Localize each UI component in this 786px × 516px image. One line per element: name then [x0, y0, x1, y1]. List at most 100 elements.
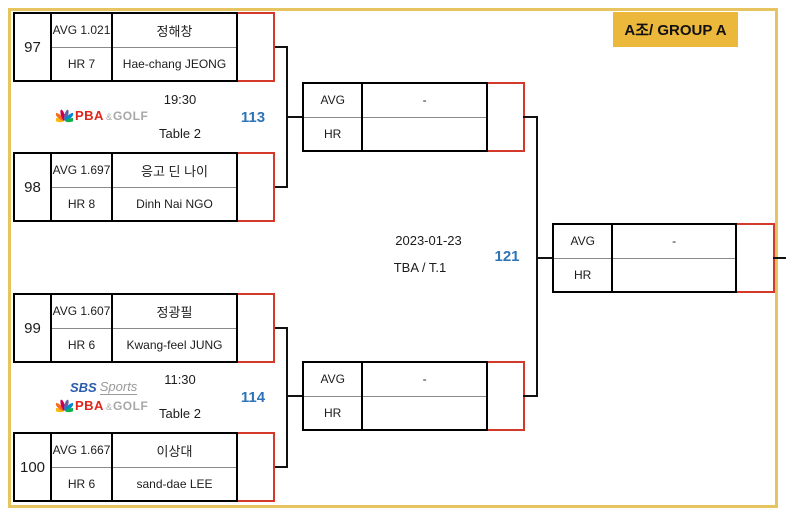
- match-113-table: Table 2: [159, 126, 201, 141]
- connector-line: [523, 116, 538, 118]
- hr-label: HR: [574, 267, 592, 282]
- player-stats: AVG 1.021 HR 7: [52, 14, 113, 80]
- match-113-number: 113: [240, 109, 266, 126]
- player-name-kr: 응고 딘 나이: [113, 154, 236, 188]
- connector-line: [275, 327, 288, 329]
- advance-cell: [488, 361, 525, 431]
- player-box-97-main: 97 AVG 1.021 HR 7 정해창 Hae-chang JEONG: [13, 12, 238, 82]
- sbs-logo-text: SBS: [70, 379, 97, 395]
- player-names: 정광필 Kwang-feel JUNG: [113, 295, 236, 361]
- advance-cell: [238, 152, 275, 222]
- hr-value: [613, 259, 735, 292]
- sbs-sports-text: Sports: [99, 379, 138, 395]
- score-values: -: [363, 363, 486, 429]
- player-box-99-main: 99 AVG 1.607 HR 6 정광필 Kwang-feel JUNG: [13, 293, 238, 363]
- player-box-99: 99 AVG 1.607 HR 6 정광필 Kwang-feel JUNG: [13, 293, 275, 363]
- player-names: 응고 딘 나이 Dinh Nai NGO: [113, 154, 236, 220]
- pba-logo-text: PBA: [75, 398, 104, 413]
- player-name-en: sand-dae LEE: [136, 476, 213, 491]
- player-hr: HR 6: [67, 337, 96, 352]
- match-121-score-box: AVG HR -: [552, 223, 775, 293]
- player-stats: AVG 1.667 HR 6: [52, 434, 113, 500]
- score-values: -: [613, 225, 735, 291]
- player-avg: AVG 1.607: [52, 295, 111, 329]
- connector-line: [286, 395, 302, 397]
- connector-line: [275, 466, 288, 468]
- connector-line: [275, 46, 288, 48]
- player-name-kr: 정해창: [113, 14, 236, 48]
- player-avg: AVG 1.667: [52, 434, 111, 468]
- hr-label: HR: [324, 126, 342, 141]
- score-labels: AVG HR: [304, 84, 364, 150]
- connector-line: [286, 327, 288, 468]
- player-box-100-main: 100 AVG 1.667 HR 6 이상대 sand-dae LEE: [13, 432, 238, 502]
- peacock-icon: [56, 109, 73, 123]
- match-114-score-box: AVG HR -: [302, 361, 525, 431]
- player-name-en: Hae-chang JEONG: [122, 56, 227, 71]
- match-114-table: Table 2: [159, 406, 201, 421]
- hr-label: HR: [324, 405, 342, 420]
- hr-value: [363, 118, 486, 151]
- avg-label: AVG: [304, 363, 362, 397]
- player-seed: 97: [15, 14, 52, 80]
- player-stats: AVG 1.697 HR 8: [52, 154, 113, 220]
- player-box-98-main: 98 AVG 1.697 HR 8 응고 딘 나이 Dinh Nai NGO: [13, 152, 238, 222]
- player-box-98: 98 AVG 1.697 HR 8 응고 딘 나이 Dinh Nai NGO: [13, 152, 275, 222]
- match-113-time: 19:30: [163, 92, 197, 107]
- pba-golf-text: GOLF: [112, 108, 149, 123]
- pba-golf-logo: PBA&GOLF: [56, 398, 148, 413]
- connector-line: [773, 257, 786, 259]
- match-121-number: 121: [494, 248, 520, 265]
- connector-line: [286, 116, 302, 118]
- hr-value: [363, 397, 486, 430]
- score-labels: AVG HR: [304, 363, 364, 429]
- connector-line: [523, 395, 538, 397]
- match-113-score-box: AVG HR -: [302, 82, 525, 152]
- player-box-97: 97 AVG 1.021 HR 7 정해창 Hae-chang JEONG: [13, 12, 275, 82]
- pba-golf-logo: PBA&GOLF: [56, 108, 148, 123]
- player-names: 정해창 Hae-chang JEONG: [113, 14, 236, 80]
- match-121-score-main: AVG HR -: [552, 223, 737, 293]
- final-match-venue: TBA / T.1: [393, 260, 447, 275]
- player-hr: HR 6: [67, 476, 96, 491]
- sbs-sports-logo: SBS Sports: [70, 379, 138, 395]
- group-badge: A조/ GROUP A: [613, 12, 738, 47]
- advance-cell: [238, 293, 275, 363]
- pba-amp-text: &: [105, 401, 112, 412]
- pba-golf-text: GOLF: [112, 398, 149, 413]
- player-names: 이상대 sand-dae LEE: [113, 434, 236, 500]
- avg-label: AVG: [554, 225, 612, 259]
- player-seed: 98: [15, 154, 52, 220]
- player-seed: 100: [15, 434, 52, 500]
- player-box-100: 100 AVG 1.667 HR 6 이상대 sand-dae LEE: [13, 432, 275, 502]
- score-labels: AVG HR: [554, 225, 614, 291]
- match-114-time: 11:30: [164, 372, 196, 387]
- advance-cell: [737, 223, 775, 293]
- player-name-en: Dinh Nai NGO: [136, 196, 213, 211]
- player-stats: AVG 1.607 HR 6: [52, 295, 113, 361]
- advance-cell: [238, 12, 275, 82]
- pba-logo-text: PBA: [75, 108, 104, 123]
- avg-value: -: [363, 84, 486, 118]
- player-name-kr: 정광필: [113, 295, 236, 329]
- player-avg: AVG 1.697: [52, 154, 111, 188]
- connector-line: [275, 186, 288, 188]
- player-name-en: Kwang-feel JUNG: [126, 337, 223, 352]
- avg-value: -: [363, 363, 486, 397]
- advance-cell: [488, 82, 525, 152]
- score-values: -: [363, 84, 486, 150]
- player-name-kr: 이상대: [113, 434, 236, 468]
- advance-cell: [238, 432, 275, 502]
- player-seed: 99: [15, 295, 52, 361]
- match-114-number: 114: [240, 389, 266, 406]
- match-113-score-main: AVG HR -: [302, 82, 488, 152]
- connector-line: [536, 257, 552, 259]
- match-114-score-main: AVG HR -: [302, 361, 488, 431]
- player-avg: AVG 1.021: [52, 14, 111, 48]
- avg-label: AVG: [304, 84, 362, 118]
- peacock-icon: [56, 399, 73, 413]
- player-hr: HR 8: [67, 196, 96, 211]
- player-hr: HR 7: [67, 56, 96, 71]
- connector-line: [536, 116, 538, 397]
- final-match-date: 2023-01-23: [395, 233, 462, 248]
